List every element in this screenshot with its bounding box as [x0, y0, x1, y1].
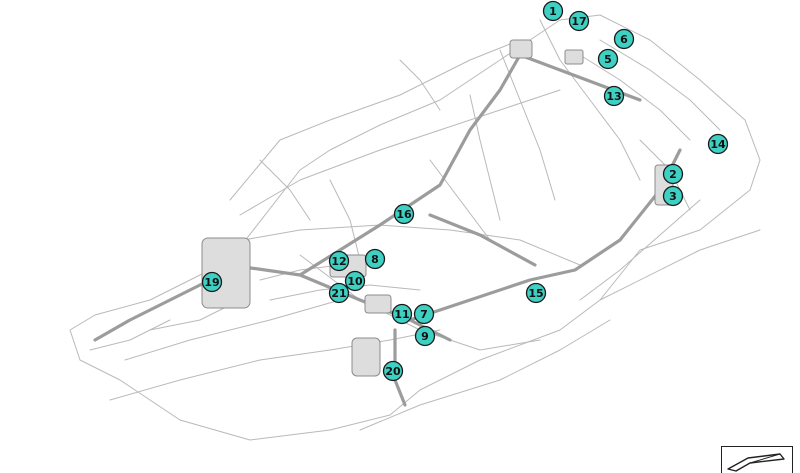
- callout-circle: [413, 303, 435, 325]
- main-harness-trunk: [93, 53, 682, 407]
- callout-circle: [382, 360, 404, 382]
- callout-label: 7: [420, 308, 428, 321]
- callout-1: 1: [542, 0, 564, 22]
- callout-5: 5: [597, 48, 619, 70]
- callout-2: 2: [662, 163, 684, 185]
- callout-11: 11: [391, 303, 413, 325]
- callout-label: 13: [606, 90, 621, 103]
- callout-label: 19: [204, 276, 219, 289]
- print-logo-box: [721, 446, 793, 473]
- callout-circle: [328, 282, 350, 304]
- callout-20: 20: [382, 360, 404, 382]
- front-connector-block: [564, 49, 584, 65]
- callout-label: 16: [396, 208, 412, 221]
- callout-9: 9: [414, 325, 436, 347]
- callout-label: 2: [669, 168, 677, 181]
- callout-label: 1: [549, 5, 557, 18]
- callout-label: 11: [394, 308, 409, 321]
- callout-14: 14: [707, 133, 729, 155]
- callout-10: 10: [344, 270, 366, 292]
- callout-circle: [364, 248, 386, 270]
- callout-circle: [597, 48, 619, 70]
- callout-19: 19: [201, 271, 223, 293]
- orientation-symbol-icon: [727, 453, 785, 472]
- callout-circle: [414, 325, 436, 347]
- callout-circle: [662, 185, 684, 207]
- callout-label: 15: [528, 287, 543, 300]
- callout-15: 15: [525, 282, 547, 304]
- callout-circle: [542, 0, 564, 22]
- callout-label: 20: [385, 365, 401, 378]
- center-connector-block: [364, 294, 392, 314]
- callout-8: 8: [364, 248, 386, 270]
- callout-circle: [525, 282, 547, 304]
- callout-circle: [328, 250, 350, 272]
- callout-circle: [707, 133, 729, 155]
- callout-label: 10: [347, 275, 363, 288]
- callout-7: 7: [413, 303, 435, 325]
- callout-label: 14: [710, 138, 726, 151]
- callout-label: 6: [620, 33, 628, 46]
- callout-circle: [603, 85, 625, 107]
- callout-circle: [201, 271, 223, 293]
- callout-label: 5: [604, 53, 612, 66]
- callout-circle: [344, 270, 366, 292]
- callout-circle: [568, 10, 590, 32]
- callout-circle: [662, 163, 684, 185]
- callout-3: 3: [662, 185, 684, 207]
- callout-label: 12: [331, 255, 346, 268]
- callout-label: 17: [571, 15, 586, 28]
- front-connector-block: [509, 39, 533, 59]
- callout-circle: [613, 28, 635, 50]
- callout-label: 3: [669, 190, 677, 203]
- callout-label: 21: [331, 287, 346, 300]
- callout-13: 13: [603, 85, 625, 107]
- callout-circle: [391, 303, 413, 325]
- wire-layer: [69, 14, 761, 441]
- callout-16: 16: [393, 203, 415, 225]
- callout-circle: [393, 203, 415, 225]
- callout-12: 12: [328, 250, 350, 272]
- callout-label: 8: [371, 253, 379, 266]
- rear-module-block: [351, 337, 381, 377]
- callout-17: 17: [568, 10, 590, 32]
- component-layer: [201, 39, 674, 377]
- callout-6: 6: [613, 28, 635, 50]
- callout-21: 21: [328, 282, 350, 304]
- callout-label: 9: [421, 330, 429, 343]
